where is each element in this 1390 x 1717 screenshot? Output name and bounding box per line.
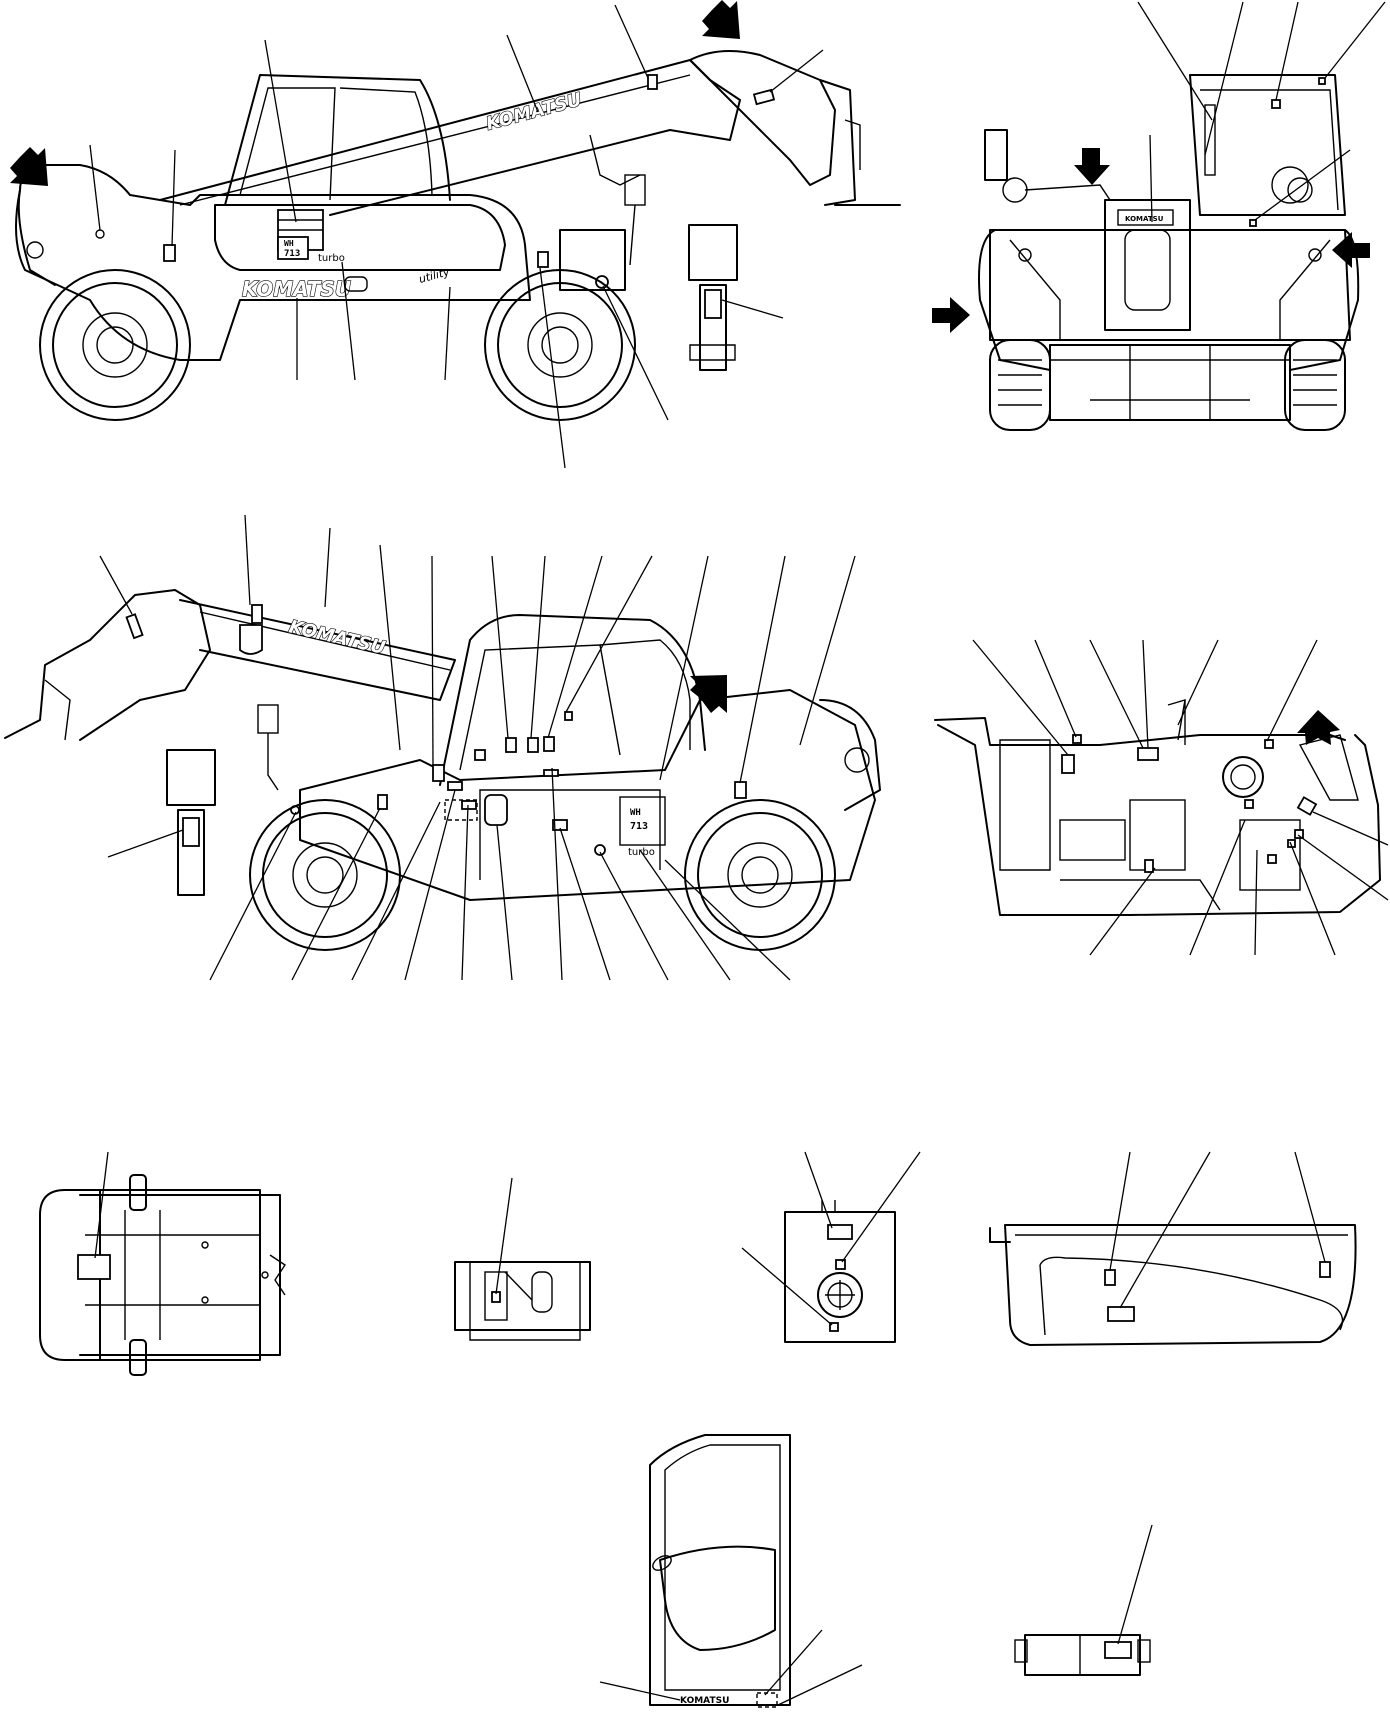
battery-box-view: [1014, 1524, 1153, 1676]
rear-view: KOMATSU: [932, 1, 1386, 431]
side-panel-detail-view: [989, 1151, 1357, 1346]
locator-arrow-icon: [932, 297, 970, 333]
model-badge-left-1: WH: [284, 239, 294, 248]
front-frame-detail-view: [39, 1151, 286, 1376]
fuel-tank-detail-view: [741, 1151, 921, 1343]
brand-label-door: KOMATSU: [680, 1696, 729, 1706]
utility-label-left: utility: [417, 265, 451, 286]
brand-label-left-body: KOMATSU: [242, 277, 351, 301]
model-badge-right-2: 713: [630, 821, 648, 832]
model-badge-right-1: WH: [630, 808, 641, 818]
brand-label-rear: KOMATSU: [1125, 215, 1164, 223]
model-badge-left-2: 713: [284, 249, 300, 259]
locator-arrow-icon: [1332, 232, 1370, 268]
brand-label-left-boom: KOMATSU: [484, 89, 585, 135]
left-side-view: WH 713 turbo KOMATSU utility KOMATSU: [10, 0, 901, 469]
turbo-label-left: turbo: [318, 253, 345, 264]
locator-arrow-icon: [702, 0, 740, 39]
boom-head-detail-view: [454, 1177, 591, 1341]
brand-label-right-boom: KOMATSU: [287, 616, 388, 659]
locator-arrow-icon: [690, 675, 727, 713]
right-side-view: KOMATSU WH 713 turbo: [4, 514, 881, 981]
locator-arrow-icon: [10, 147, 48, 186]
cab-door-view: KOMATSU: [599, 1434, 863, 1708]
locator-arrow-icon: [1074, 148, 1110, 185]
locator-arrow-icon: [1297, 710, 1340, 745]
engine-compartment-view: [934, 639, 1389, 956]
